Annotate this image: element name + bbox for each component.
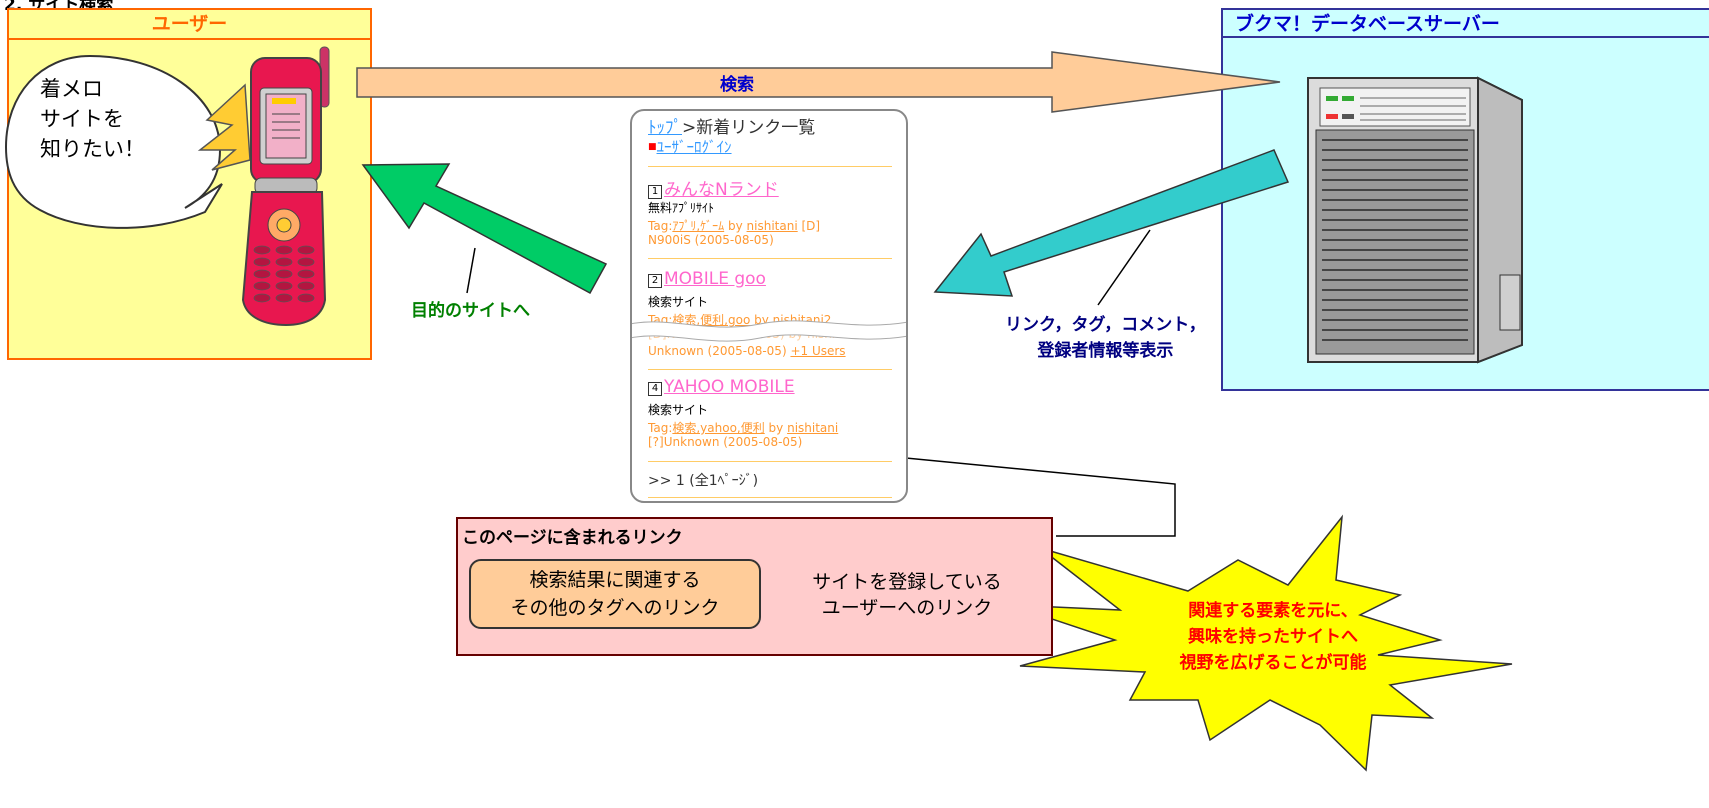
- by-text: by: [724, 219, 747, 233]
- item-number: 2: [648, 274, 662, 288]
- item-meta-line: [?]Unknown (2005-08-05): [648, 435, 803, 449]
- server-rack-icon: [1307, 76, 1523, 364]
- login-link[interactable]: ﾕｰｻﾞｰﾛｸﾞｲﾝ: [656, 138, 732, 156]
- tag-link[interactable]: ｱﾌﾟﾘ,ｹﾞｰﾑ: [672, 219, 725, 233]
- user-link-box: サイトを登録している ユーザーへのリンク: [788, 566, 1026, 626]
- mobile-phone-icon: [197, 46, 330, 327]
- speech-line: 着メロ: [40, 77, 103, 101]
- separator: [648, 166, 892, 167]
- info-leader: [1097, 229, 1151, 306]
- item-number: 1: [648, 185, 662, 199]
- link-panel: このページに含まれるリンク 検索結果に関連する その他のタグへのリンク: [456, 517, 1053, 656]
- search-arrow: [356, 51, 1281, 113]
- item-category: 検索サイト: [648, 295, 709, 309]
- tag-link-box: 検索結果に関連する その他のタグへのリンク: [469, 559, 761, 629]
- item-meta-line: Unknown (2005-08-05) +1 Users: [648, 344, 846, 358]
- item-tags-line: Tag:検索,yahoo,便利 by nishitani: [648, 419, 838, 436]
- to-site-leader: [466, 247, 476, 294]
- separator: [648, 258, 892, 259]
- user-box-header: ユーザー: [9, 10, 370, 40]
- burst-line: 関連する要素を元に、: [1188, 601, 1358, 621]
- breadcrumb-current: >新着リンク一覧: [682, 118, 816, 138]
- user-link-box-line: サイトを登録している: [812, 571, 1002, 593]
- item-category: 無料ｱﾌﾟﾘｻｲﾄ: [648, 201, 715, 215]
- info-label-line: 登録者情報等表示: [1037, 341, 1174, 361]
- to-site-label: 目的のサイトへ: [411, 301, 530, 321]
- info-label-line: リンク，タグ，コメント，: [1005, 315, 1206, 335]
- tag-prefix: Tag:: [648, 421, 673, 435]
- torn-edge: [632, 320, 906, 342]
- tag-prefix: Tag:: [648, 219, 673, 233]
- pager[interactable]: >> 1 (全1ﾍﾟｰｼﾞ): [648, 473, 759, 489]
- search-arrow-label: 検索: [720, 75, 754, 95]
- breadcrumb-top-link[interactable]: ﾄｯﾌﾟ: [648, 118, 682, 138]
- item-meta-line: N900iS (2005-08-05): [648, 233, 774, 247]
- speech-line: サイトを: [40, 107, 124, 131]
- burst-text: 関連する要素を元に、 興味を持ったサイトへ 視野を広げることが可能: [1133, 598, 1413, 676]
- users-link[interactable]: +1 Users: [790, 344, 846, 358]
- item-number: 4: [648, 382, 662, 396]
- by-text: by: [764, 421, 788, 435]
- item-title-link[interactable]: MOBILE goo: [664, 269, 766, 289]
- tag-link[interactable]: 検索,便利,goo: [672, 313, 751, 327]
- info-label: リンク，タグ，コメント， 登録者情報等表示: [1005, 312, 1206, 364]
- speech-bubble-text: 着メロ サイトを 知りたい！: [40, 74, 145, 164]
- screen-login: ■ﾕｰｻﾞｰﾛｸﾞｲﾝ: [648, 136, 732, 157]
- result-arrow: [933, 149, 1290, 297]
- separator: [648, 369, 892, 370]
- bullet-icon: ■: [648, 142, 657, 152]
- server-box-header: ブクマ！データベースサーバー: [1223, 10, 1709, 38]
- screen-breadcrumb: ﾄｯﾌﾟ>新着リンク一覧: [648, 113, 815, 138]
- tag-link[interactable]: 検索,yahoo,便利: [672, 421, 765, 435]
- separator: [648, 461, 892, 462]
- user-link[interactable]: nishitani: [787, 421, 839, 435]
- speech-line: 知りたい！: [40, 137, 145, 161]
- item-title-link[interactable]: YAHOO MOBILE: [664, 377, 795, 397]
- burst-line: 視野を広げることが可能: [1179, 653, 1367, 673]
- item-category: 検索サイト: [648, 403, 709, 417]
- item-tags-line: Tag:ｱﾌﾟﾘ,ｹﾞｰﾑ by nishitani [D]: [648, 217, 820, 234]
- tag-link-box-line: 検索結果に関連する: [529, 569, 701, 591]
- user-link-box-line: ユーザーへのリンク: [821, 597, 993, 619]
- item-meta: [D]: [797, 219, 821, 233]
- separator: [648, 497, 892, 498]
- to-site-arrow: [361, 163, 608, 295]
- user-link[interactable]: nishitani: [746, 219, 798, 233]
- burst-line: 興味を持ったサイトへ: [1188, 627, 1358, 647]
- screen-to-panel-connector: [802, 447, 1176, 537]
- item-meta: Unknown (2005-08-05): [648, 344, 787, 358]
- speech-bubble-icon: [4, 54, 223, 229]
- tag-link-box-line: その他のタグへのリンク: [510, 597, 720, 619]
- link-panel-title: このページに含まれるリンク: [462, 528, 683, 548]
- item-title-link[interactable]: みんなNランド: [664, 180, 779, 200]
